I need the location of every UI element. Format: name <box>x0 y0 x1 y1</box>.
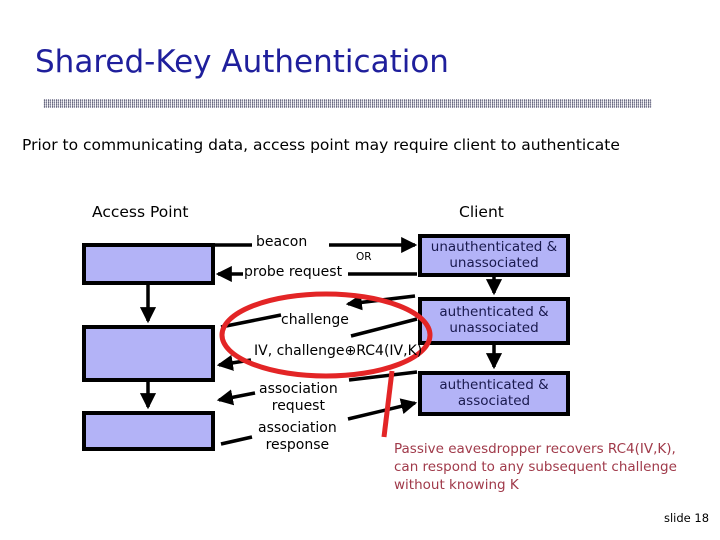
association-request-line-right <box>348 370 418 382</box>
client-state-line-1: authenticated & <box>439 304 549 321</box>
iv-challenge-arrow <box>216 354 252 371</box>
slide-number: slide 18 <box>664 511 710 525</box>
client-state-line-2: unassociated <box>449 320 539 336</box>
association-response-line-2: response <box>265 437 330 454</box>
column-heading-access-point: Access Point <box>92 203 189 221</box>
highlight-ellipse <box>219 291 433 379</box>
challenge-arrow <box>345 294 416 311</box>
client-state-line-1: authenticated & <box>439 376 549 393</box>
association-response-arrow <box>347 398 418 421</box>
client-state-line-2: associated <box>457 392 531 409</box>
message-label-or: OR <box>356 251 372 263</box>
access-point-state-box-3 <box>82 411 215 451</box>
highlight-pointer-line <box>381 370 395 438</box>
eavesdropper-annotation: Passive eavesdropper recovers RC4(IV,K),… <box>394 440 694 495</box>
column-heading-client: Client <box>459 203 504 221</box>
access-point-state-box-1 <box>82 243 215 285</box>
challenge-line-left <box>220 313 282 329</box>
client-state-box-authenticated-associated: authenticated & associated <box>418 371 570 416</box>
message-label-iv-challenge: IV, challenge⊕RC4(IV,K) <box>254 343 423 359</box>
eavesdropper-line-1: Passive eavesdropper recovers RC4(IV,K), <box>394 441 676 457</box>
message-label-probe-request: probe request <box>244 264 343 280</box>
client-state-line-1: unauthenticated & <box>430 238 558 255</box>
iv-challenge-line-right <box>350 317 418 338</box>
client-state-box-authenticated-unassociated: authenticated & unassociated <box>418 297 570 345</box>
message-label-association-response: association response <box>258 420 337 454</box>
eavesdropper-line-2: can respond to any subsequent challenge <box>394 459 677 476</box>
association-response-line-left <box>220 435 253 446</box>
page-title: Shared-Key Authentication <box>35 44 449 80</box>
client-state-box-unauthenticated-unassociated: unauthenticated & unassociated <box>418 234 570 277</box>
title-divider <box>43 99 652 108</box>
message-label-beacon: beacon <box>256 234 308 250</box>
eavesdropper-line-3: without knowing K <box>394 477 519 494</box>
message-label-challenge: challenge <box>281 312 349 328</box>
association-response-line-1: association <box>258 420 337 436</box>
association-request-line-1: association <box>259 381 338 397</box>
access-point-state-box-2 <box>82 325 215 382</box>
association-request-line-2: request <box>271 398 325 415</box>
intro-text: Prior to communicating data, access poin… <box>22 136 620 154</box>
message-label-association-request: association request <box>259 381 338 415</box>
association-request-arrow <box>216 389 256 406</box>
client-state-line-2: unassociated <box>449 254 539 271</box>
